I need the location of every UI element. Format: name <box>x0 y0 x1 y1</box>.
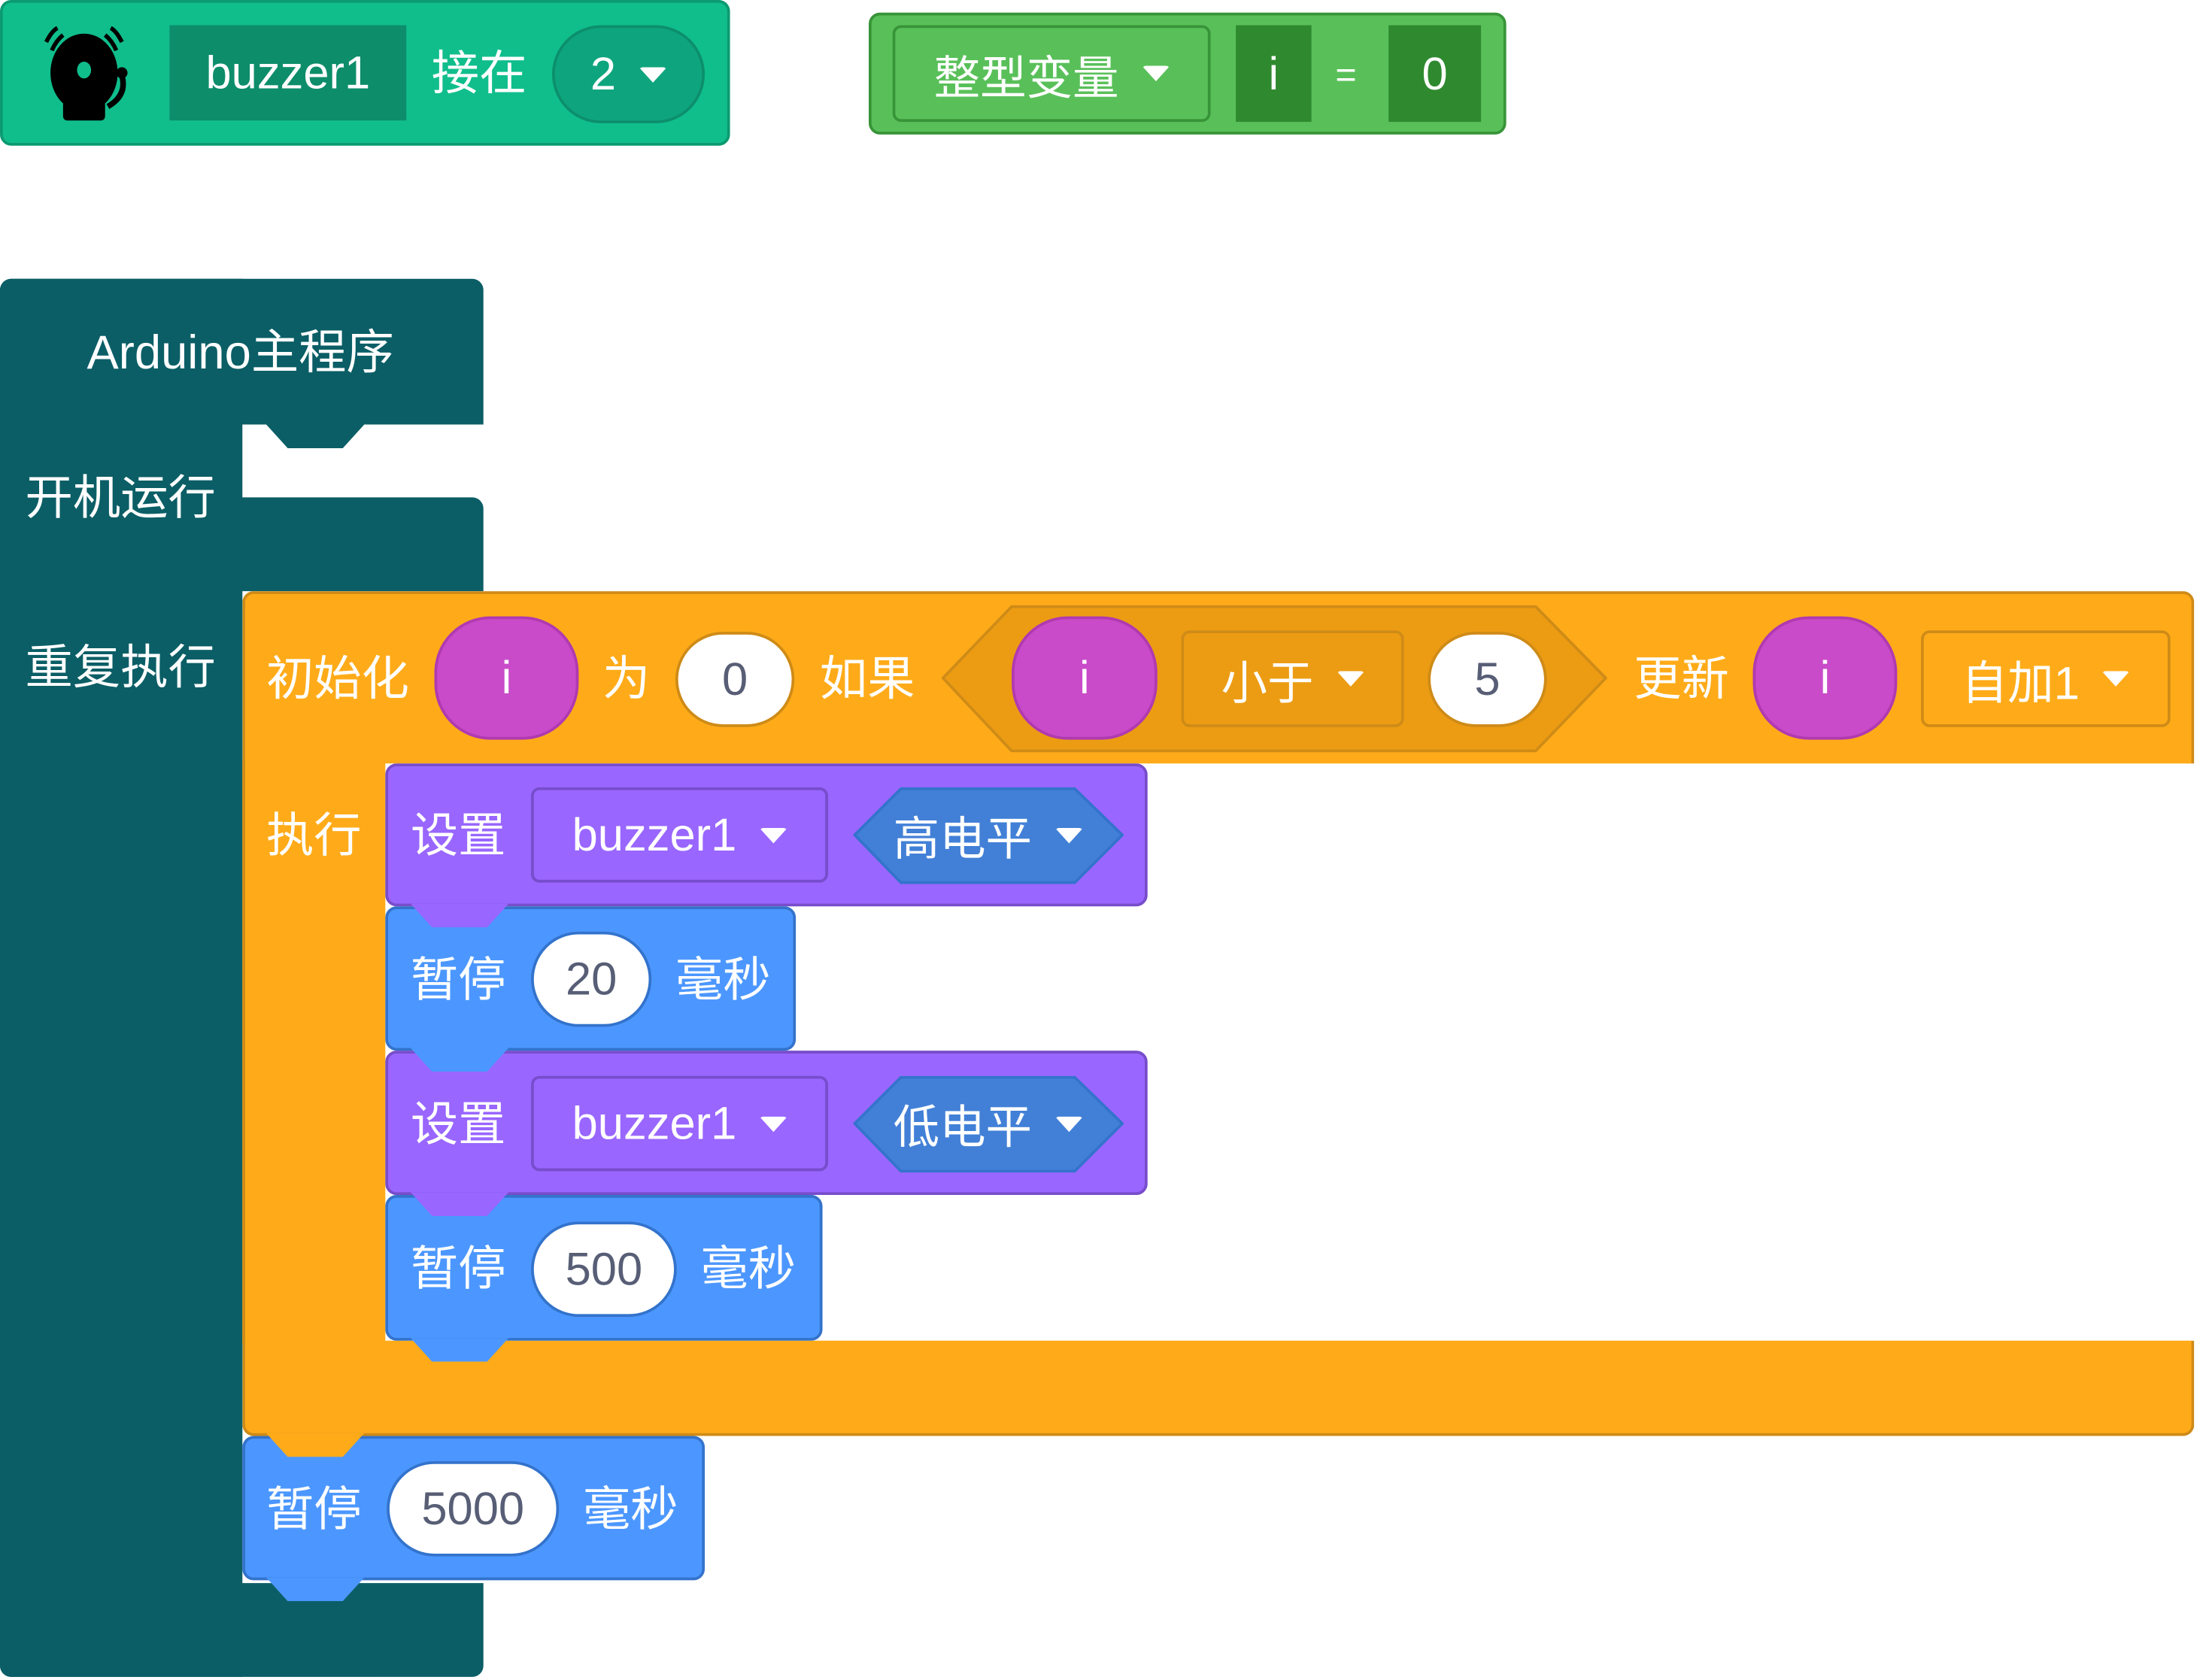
chevron-down-icon <box>759 827 787 843</box>
do-label: 执行 <box>266 809 362 863</box>
chevron-down-icon <box>638 66 667 82</box>
delay-label: 暂停 <box>410 1242 506 1296</box>
set-label: 设置 <box>410 1098 506 1152</box>
level-dropdown[interactable] <box>853 1075 1124 1173</box>
condition-variable[interactable]: i <box>1012 616 1158 740</box>
delay-input[interactable]: 5000 <box>387 1461 560 1557</box>
variable-type-value: 整型变量 <box>933 50 1119 103</box>
ms-label: 毫秒 <box>700 1242 797 1296</box>
set-label: 设置 <box>410 809 506 863</box>
delay-label: 暂停 <box>266 1483 362 1537</box>
operator-value: 小于 <box>1221 656 1314 708</box>
pin-value: 2 <box>590 47 617 100</box>
level-dropdown-label[interactable]: 低电平 <box>869 1076 1107 1172</box>
level-dropdown-label[interactable]: 高电平 <box>869 787 1107 883</box>
update-op-dropdown[interactable]: 自加1 <box>1921 630 2171 727</box>
buzzer-name-field[interactable]: buzzer1 <box>169 25 407 121</box>
level-value: 低电平 <box>893 1101 1033 1154</box>
update-variable[interactable]: i <box>1752 616 1898 740</box>
variable-name-field[interactable]: i <box>1236 25 1312 123</box>
update-label: 更新 <box>1634 653 1729 706</box>
ms-label: 毫秒 <box>675 954 771 1008</box>
init-variable[interactable]: i <box>434 616 579 740</box>
as-label: 为 <box>602 653 651 706</box>
setup-label: 开机运行 <box>25 472 216 526</box>
if-label: 如果 <box>819 653 915 706</box>
connect-label: 接在 <box>431 47 527 102</box>
delay-label: 暂停 <box>410 954 506 1008</box>
variable-value-field[interactable]: 0 <box>1388 25 1482 123</box>
loop-label: 重复执行 <box>25 641 216 695</box>
device-value: buzzer1 <box>572 1096 737 1149</box>
init-value-input[interactable]: 0 <box>675 632 795 727</box>
bell-buzzer-icon <box>44 26 128 121</box>
chevron-down-icon <box>759 1115 787 1132</box>
limit-input[interactable]: 5 <box>1428 632 1547 727</box>
device-dropdown[interactable]: buzzer1 <box>531 1075 828 1172</box>
update-op-value: 自加1 <box>1961 656 2080 708</box>
delay-input[interactable]: 500 <box>531 1221 677 1318</box>
chevron-down-icon <box>1141 65 1170 82</box>
level-value: 高电平 <box>893 812 1033 865</box>
chevron-down-icon <box>1336 671 1364 687</box>
level-dropdown[interactable] <box>853 787 1124 884</box>
pin-dropdown[interactable]: 2 <box>551 25 706 123</box>
main-title: Arduino主程序 <box>86 326 394 380</box>
device-value: buzzer1 <box>572 808 737 860</box>
chevron-down-icon <box>2101 671 2130 687</box>
operator-dropdown[interactable]: 小于 <box>1181 630 1404 727</box>
variable-type-dropdown[interactable]: 整型变量 <box>892 25 1211 123</box>
chevron-down-icon <box>1054 827 1083 843</box>
ms-label: 毫秒 <box>582 1483 678 1537</box>
init-label: 初始化 <box>266 653 409 706</box>
delay-input[interactable]: 20 <box>531 931 652 1027</box>
chevron-down-icon <box>1054 1115 1083 1132</box>
device-dropdown[interactable]: buzzer1 <box>531 787 828 883</box>
equals-label: = <box>1335 53 1357 96</box>
